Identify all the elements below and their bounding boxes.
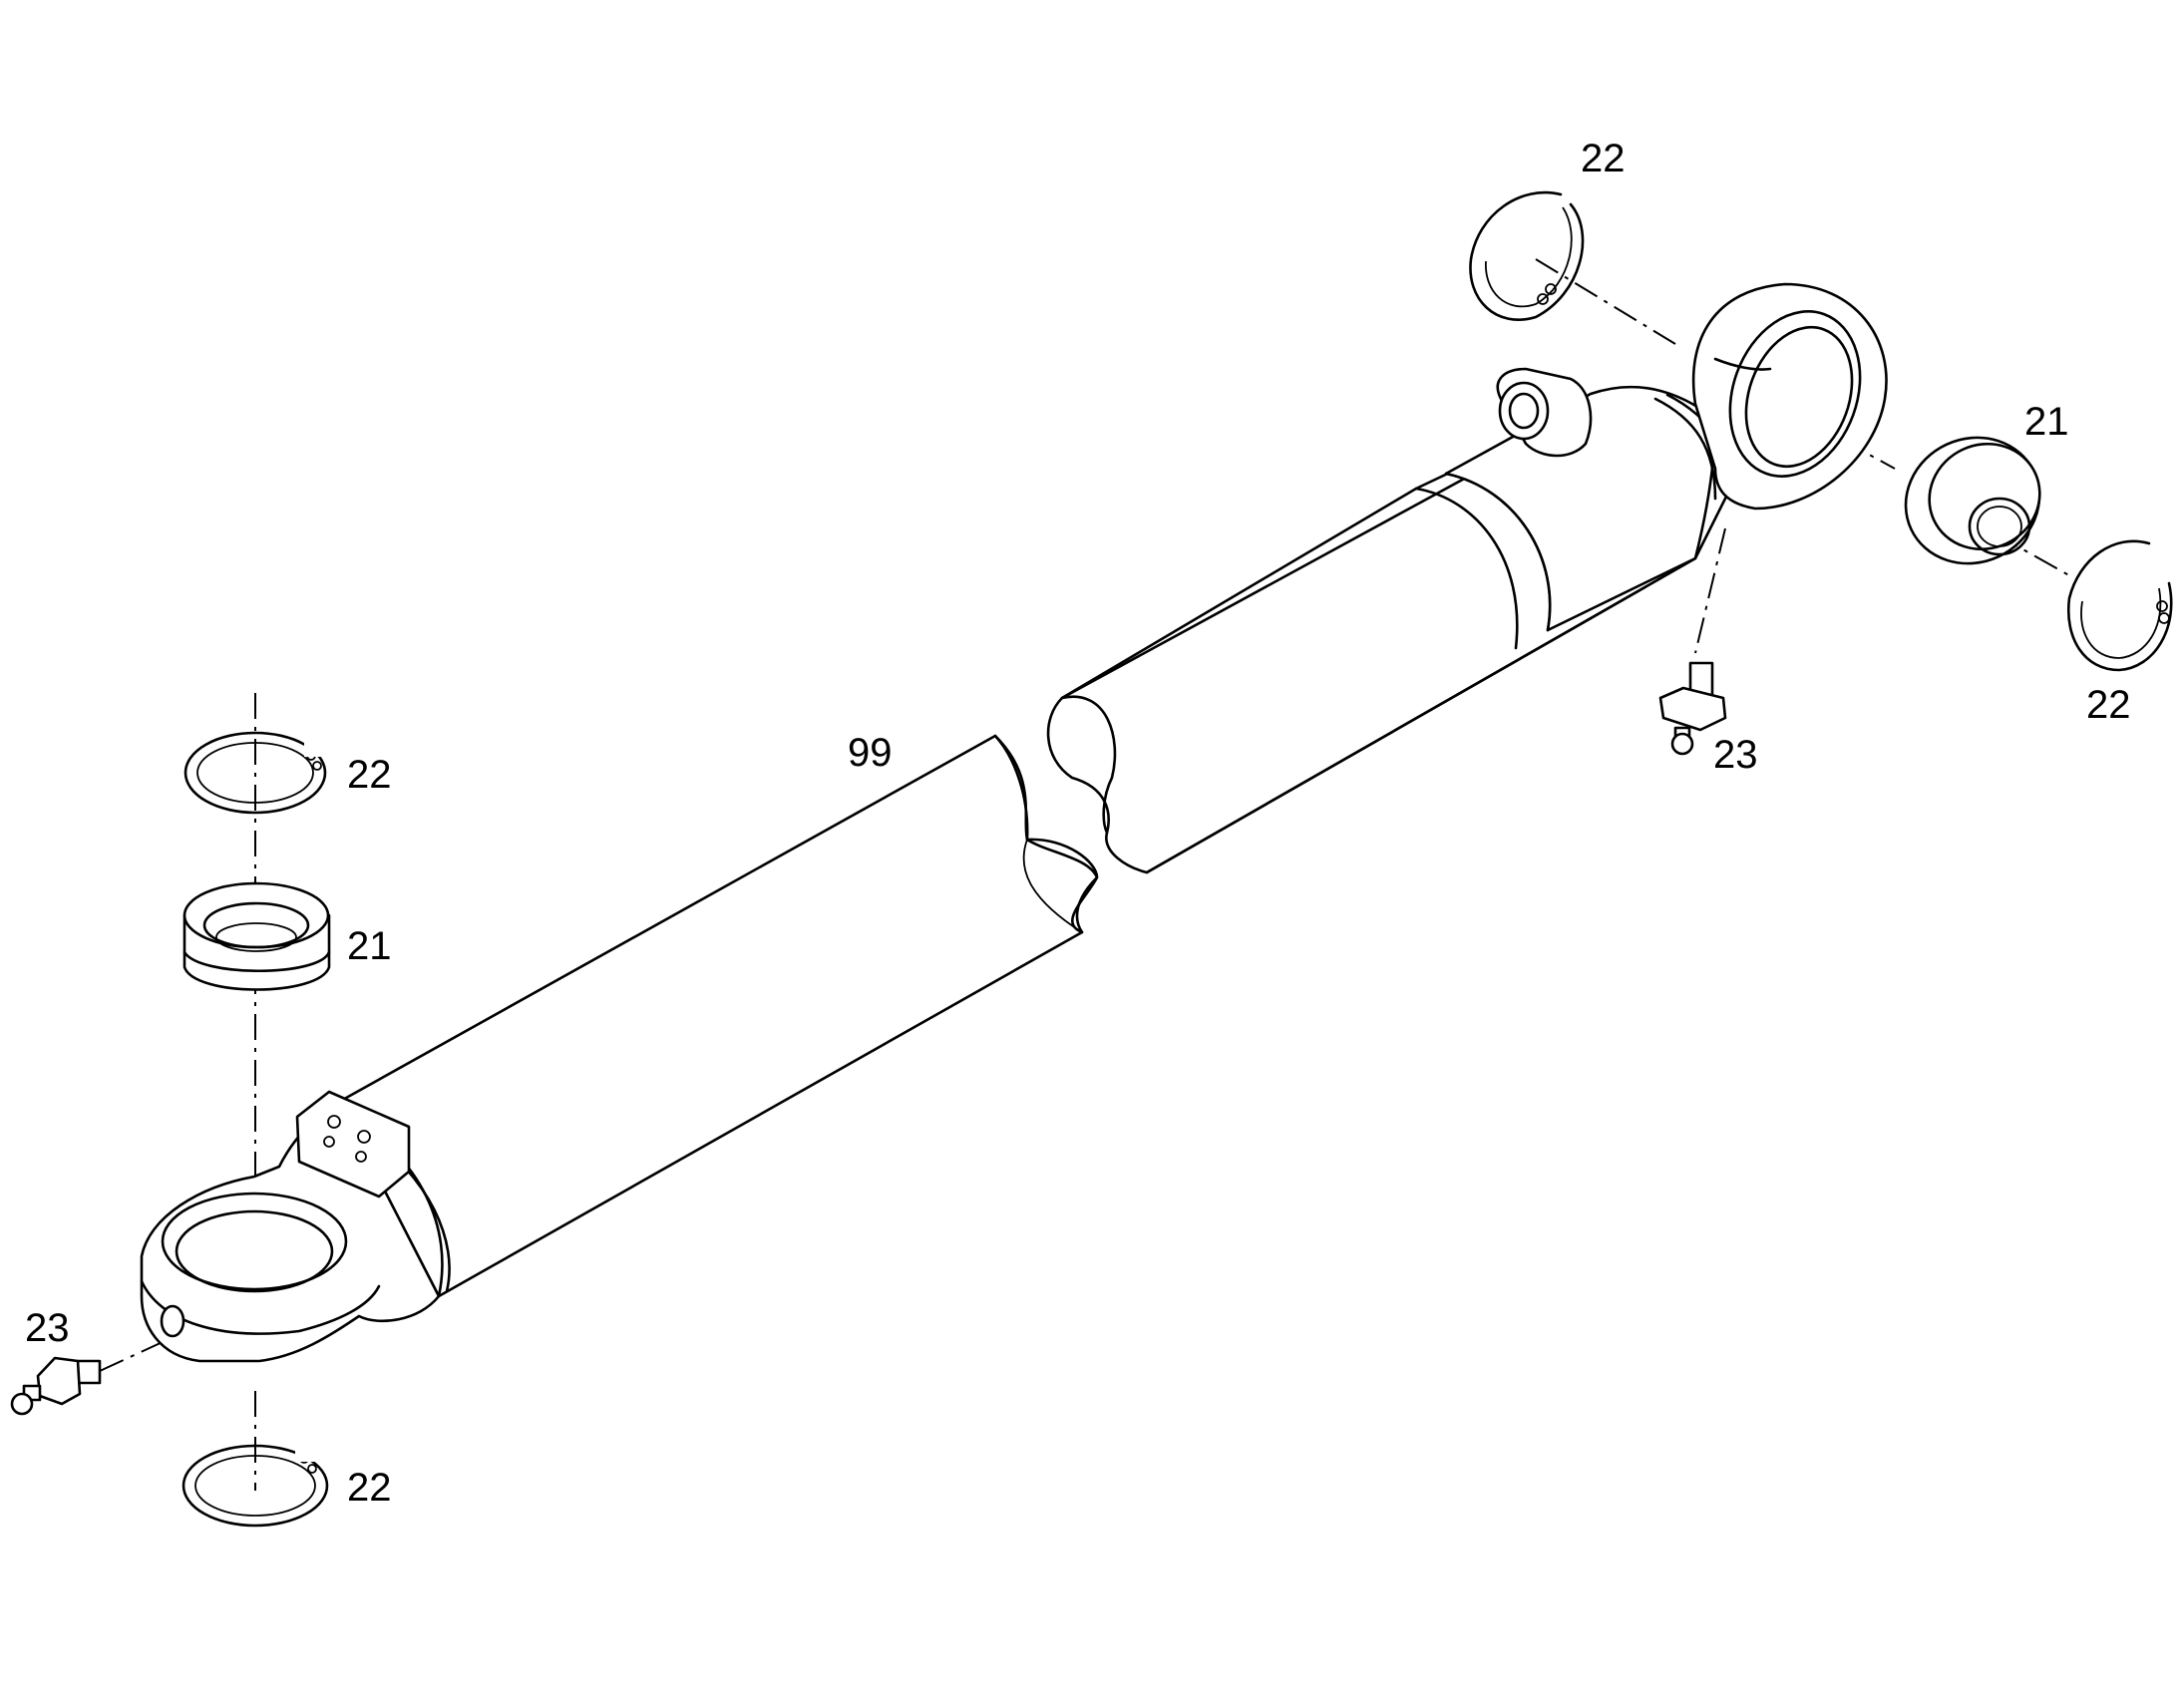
retaining-ring-top-left xyxy=(183,731,327,815)
barrel-end-cap xyxy=(1444,385,1717,632)
grease-nipple-right xyxy=(1658,661,1727,756)
callout-ring-top-left: 22 xyxy=(347,753,392,797)
mounting-block xyxy=(295,1090,411,1198)
spherical-bearing-right xyxy=(1904,436,2041,565)
spherical-bearing-left xyxy=(182,881,331,991)
callout-bearing-right: 21 xyxy=(2024,400,2069,444)
callout-nipple-left: 23 xyxy=(25,1306,70,1350)
hydraulic-port-boss xyxy=(1496,367,1593,458)
callout-bearing-left: 21 xyxy=(347,924,392,968)
cylinder-barrel xyxy=(337,385,1737,1298)
callout-nipple-right: 23 xyxy=(1713,733,1758,777)
cylinder-base-eye-left xyxy=(140,1090,451,1363)
callout-ring-bottom-left: 22 xyxy=(347,1466,392,1510)
retaining-ring-bottom-left xyxy=(182,1444,329,1528)
retaining-ring-right xyxy=(2066,539,2173,672)
callout-ring-right: 22 xyxy=(2086,683,2131,727)
rod-eye-right xyxy=(1691,282,1888,511)
callout-ring-top-right: 22 xyxy=(1581,137,1626,180)
grease-nipple-left xyxy=(10,1356,102,1416)
retaining-ring-top-right xyxy=(1469,190,1585,321)
barrel-left-segment xyxy=(337,734,1099,1298)
callout-cylinder: 99 xyxy=(848,731,893,775)
callout-labels: 22 21 22 23 99 22 21 23 22 xyxy=(25,137,2131,1510)
